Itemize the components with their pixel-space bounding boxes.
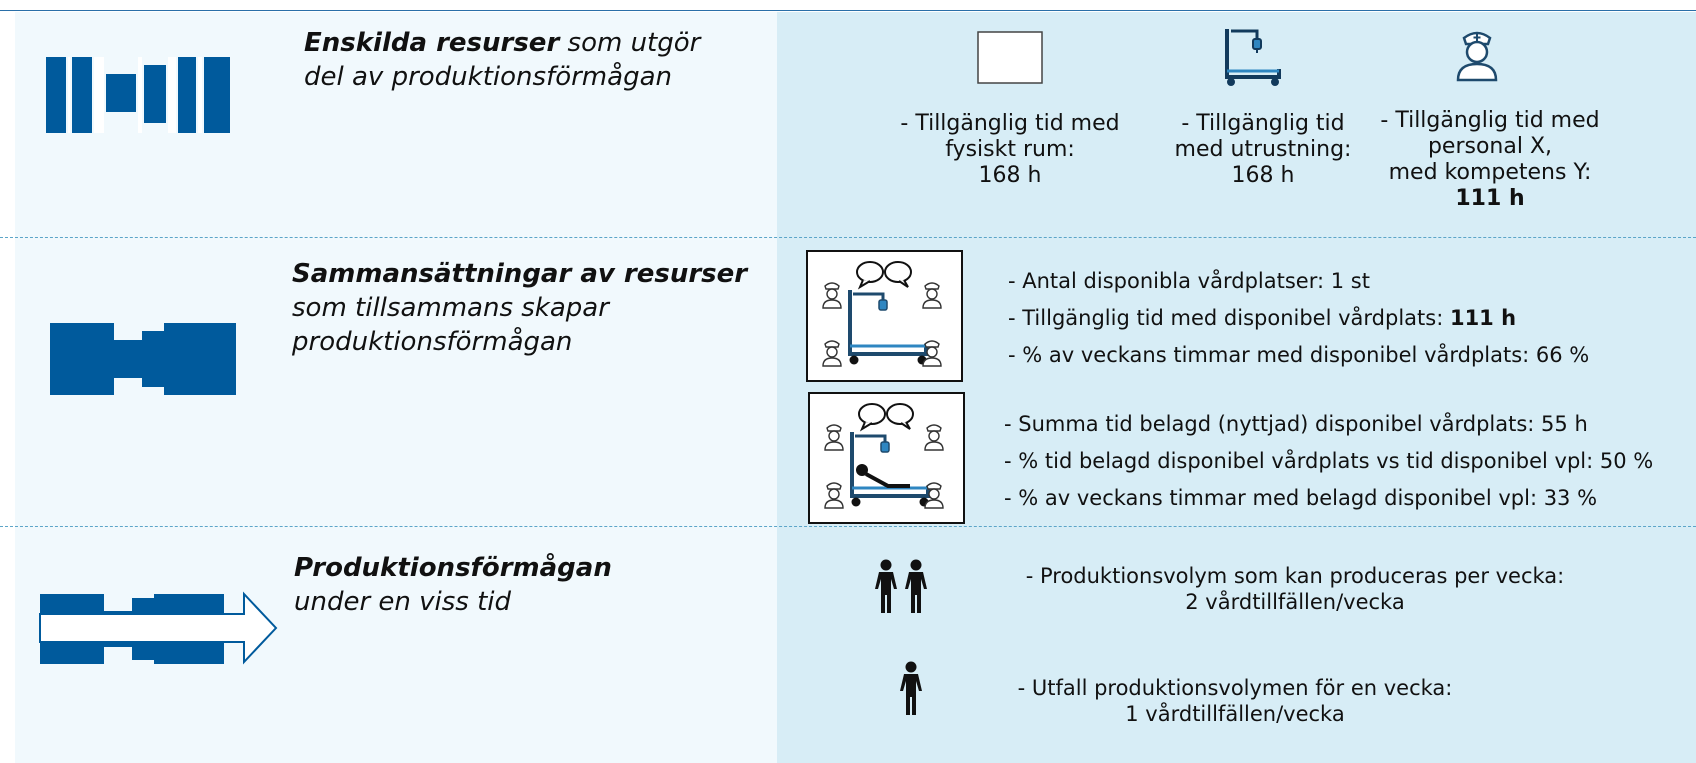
top-rule <box>0 10 1696 11</box>
capacity-title: Produktionsförmågan under en viss tid <box>294 551 612 619</box>
one-person-icon <box>895 661 927 717</box>
right-panel <box>777 12 1696 763</box>
two-persons-icon <box>871 559 931 615</box>
resources-title-bold: Enskilda resurser <box>304 28 560 58</box>
combinations-title-bold: Sammansättningar av resurser <box>292 259 748 289</box>
care-place-available-icon <box>806 250 963 382</box>
production-outcome-label: - Utfall produktionsvolymen för en vecka… <box>1017 676 1453 726</box>
combinations-title-line2: som tillsammans skapar <box>292 293 609 323</box>
section-divider-2 <box>0 526 1696 527</box>
capacity-title-bold: Produktionsförmågan <box>294 553 612 583</box>
production-volume-label: - Produktionsvolym som kan produceras pe… <box>1025 564 1565 614</box>
resources-title-line2: del av produktionsförmågan <box>304 62 672 92</box>
available-time-line: - Tillgänglig tid med disponibel vårdpla… <box>1008 306 1517 330</box>
resource-room-label: - Tillgänglig tid med fysiskt rum: 168 h <box>900 111 1120 188</box>
combinations-title-line3: produktionsförmågan <box>292 327 573 357</box>
care-place-occupied-icon <box>808 392 965 524</box>
occupied-time-line: - Summa tid belagd (nyttjad) disponibel … <box>1004 412 1588 436</box>
capacity-title-line2: under en viss tid <box>294 587 512 617</box>
occupied-vs-available-line: - % tid belagd disponibel vårdplats vs t… <box>1004 449 1654 473</box>
resource-staff-label: - Tillgänglig tid med personal X, med ko… <box>1380 108 1600 211</box>
resources-title: Enskilda resurser som utgör del av produ… <box>304 26 700 94</box>
occupied-week-percent-line: - % av veckans timmar med belagd disponi… <box>1004 486 1598 510</box>
available-week-percent-line: - % av veckans timmar med disponibel vår… <box>1008 343 1590 367</box>
separate-resources-icon <box>46 57 236 133</box>
capacity-arrow-icon <box>38 590 278 666</box>
bed-equipment-icon <box>1221 27 1285 89</box>
room-icon <box>977 31 1043 84</box>
resource-equipment-label: - Tillgänglig tid med utrustning: 168 h <box>1174 111 1352 188</box>
section-divider-1 <box>0 237 1696 238</box>
resources-title-rest: som utgör <box>559 28 701 58</box>
nurse-icon <box>1452 26 1502 84</box>
available-places-line: - Antal disponibla vårdplatser: 1 st <box>1008 269 1370 293</box>
combined-resources-icon <box>50 323 236 395</box>
combinations-title: Sammansättningar av resurser som tillsam… <box>292 257 747 359</box>
